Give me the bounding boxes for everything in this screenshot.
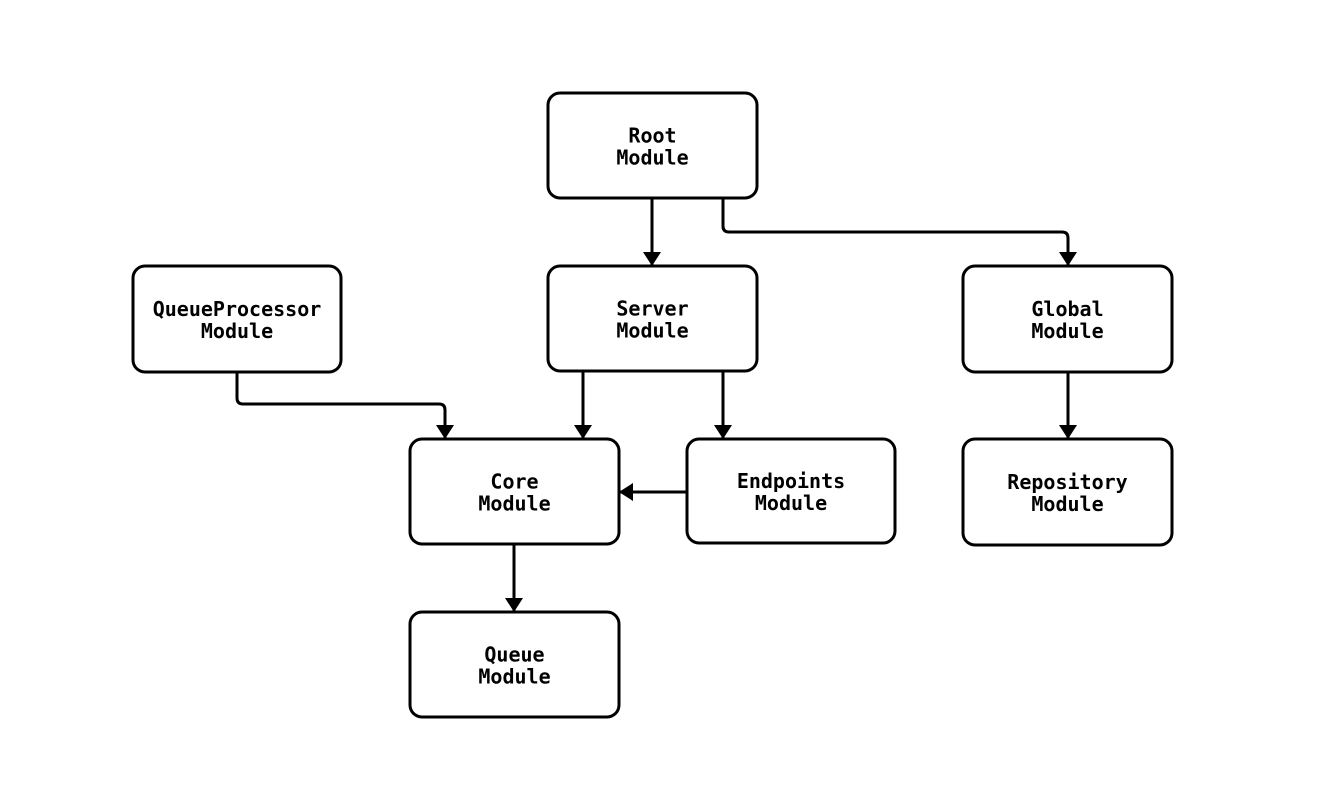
edge-root-to-global: [721, 198, 1077, 266]
node-box: [546, 91, 759, 200]
node-box: [546, 264, 759, 373]
edge-queueprocessor-to-core: [235, 372, 454, 439]
node-box: [408, 610, 621, 719]
node-box: [131, 264, 343, 374]
node-box: [961, 437, 1174, 547]
node-box: [685, 437, 897, 545]
node-box: [961, 264, 1174, 374]
node-box: [408, 437, 621, 546]
